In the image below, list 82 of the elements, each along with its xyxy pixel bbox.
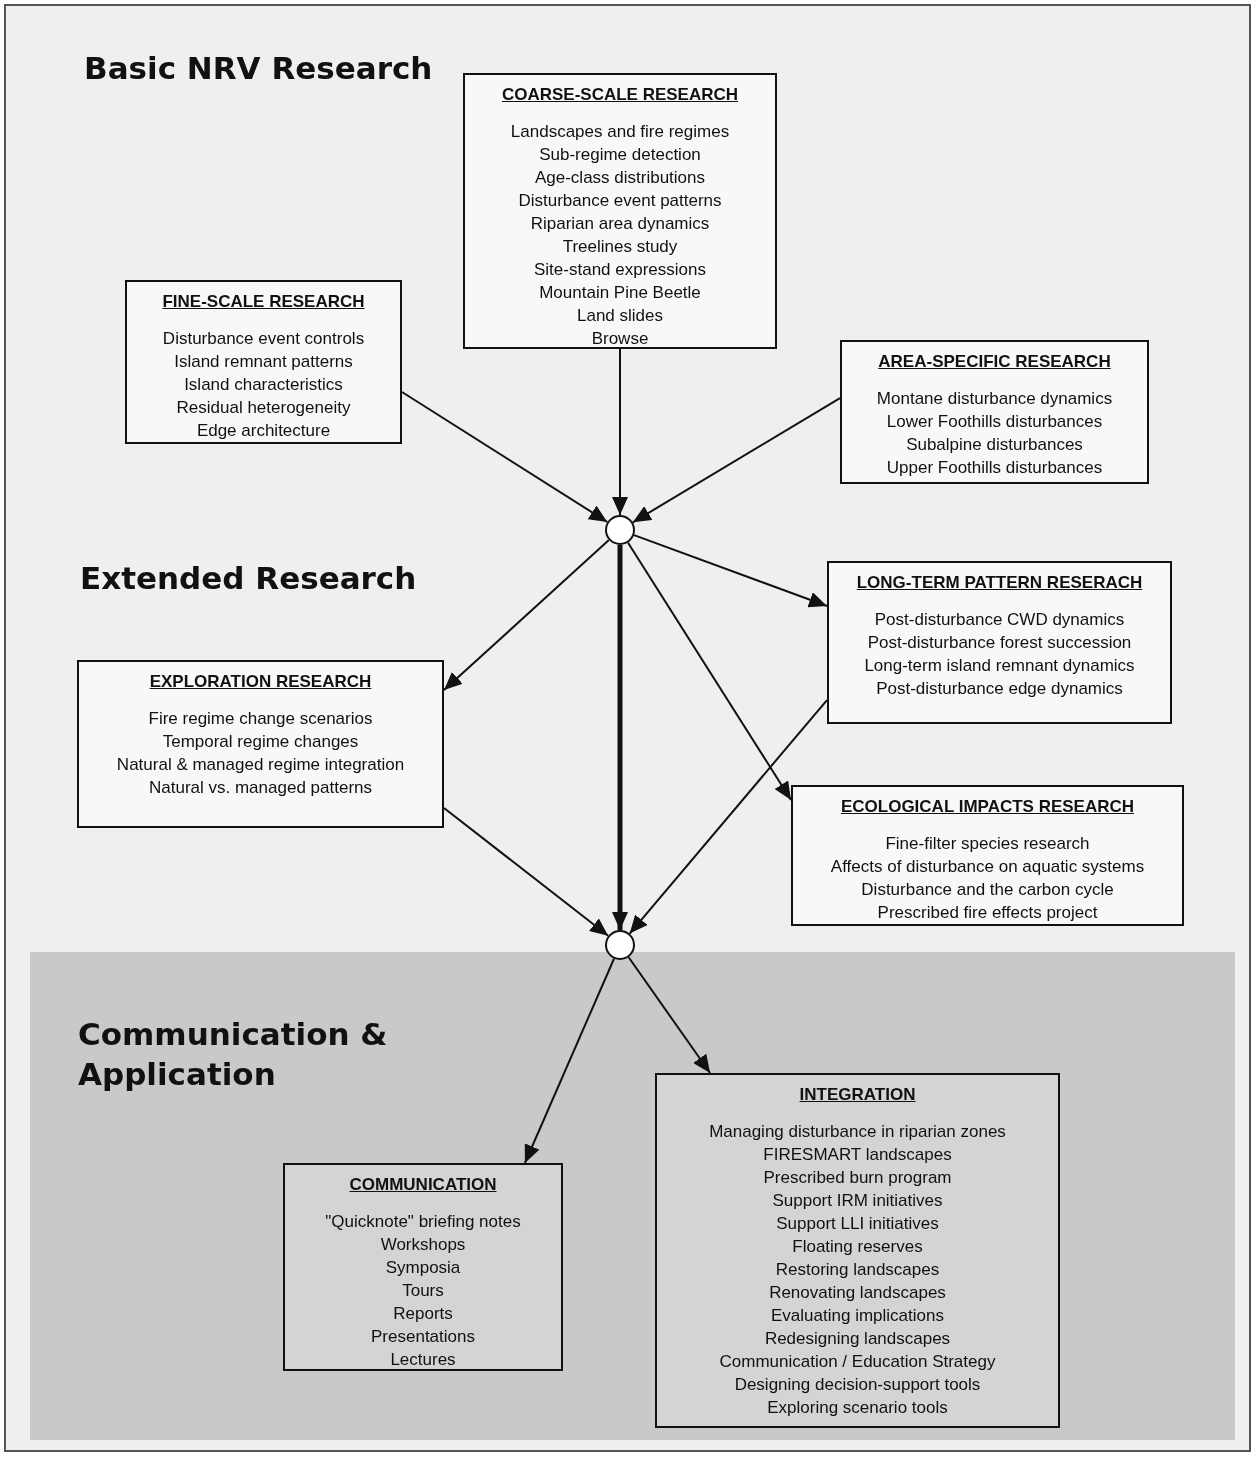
list-item: Designing decision-support tools <box>734 1374 981 1396</box>
list-item: Landscapes and fire regimes <box>510 121 730 143</box>
list-item: Post-disturbance forest succession <box>867 632 1132 654</box>
list-item: Support IRM initiatives <box>772 1190 943 1212</box>
research-box <box>463 73 777 349</box>
list-item: Residual heterogeneity <box>176 397 351 419</box>
arrow <box>633 534 828 608</box>
list-item: Workshops <box>380 1234 466 1256</box>
list-item: Edge architecture <box>196 420 331 442</box>
arrow <box>631 397 841 524</box>
list-item: Affects of disturbance on aquatic systems <box>830 856 1145 878</box>
research-box <box>283 1163 563 1371</box>
list-item: Exploring scenario tools <box>767 1397 948 1419</box>
list-item: Island remnant patterns <box>174 351 353 373</box>
arrow <box>523 957 615 1164</box>
list-item: Disturbance and the carbon cycle <box>861 879 1114 901</box>
list-item: Disturbance event patterns <box>518 190 722 212</box>
section-heading: Extended Research <box>80 559 418 598</box>
arrow <box>612 348 628 516</box>
list-item: Presentations <box>371 1326 475 1348</box>
list-item: Reports <box>393 1303 453 1325</box>
shaded-band <box>30 952 1235 1440</box>
arrow <box>443 807 610 937</box>
list-item: Temporal regime changes <box>162 731 359 753</box>
list-item: Subalpine disturbances <box>906 434 1083 456</box>
list-item: Riparian area dynamics <box>530 213 710 235</box>
list-item: Montane disturbance dynamics <box>876 388 1113 410</box>
list-item: Lower Foothills disturbances <box>886 411 1103 433</box>
list-item: Age-class distributions <box>534 167 706 189</box>
list-item: Island characteristics <box>184 374 343 396</box>
list-item: Post-disturbance edge dynamics <box>876 678 1123 700</box>
list-item: Support LLI initiatives <box>776 1213 939 1235</box>
list-item: Lectures <box>390 1349 456 1371</box>
research-box <box>77 660 444 828</box>
arrow <box>627 956 712 1074</box>
arrow <box>401 391 609 523</box>
list-item: Mountain Pine Beetle <box>539 282 701 304</box>
list-item: "Quicknote" briefing notes <box>325 1211 521 1233</box>
list-item: Prescribed fire effects project <box>877 902 1098 924</box>
list-item: Browse <box>591 328 649 350</box>
arrow <box>628 699 828 935</box>
list-item: Tours <box>402 1280 444 1302</box>
box-heading: ECOLOGICAL IMPACTS RESEARCH <box>840 796 1135 818</box>
research-box <box>827 561 1172 724</box>
list-item: Fine-filter species research <box>885 833 1090 855</box>
arrow <box>612 545 628 930</box>
research-box <box>840 340 1149 484</box>
list-item: Fire regime change scenarios <box>148 708 373 730</box>
list-item: Symposia <box>385 1257 461 1279</box>
list-item: Natural & managed regime integration <box>116 754 405 776</box>
list-item: Communication / Education Strategy <box>719 1351 996 1373</box>
list-item: Sub-regime detection <box>539 144 701 166</box>
section-heading: Basic NRV Research <box>84 49 434 88</box>
list-item: FIRESMART landscapes <box>763 1144 952 1166</box>
arrow <box>627 541 792 801</box>
list-item: Floating reserves <box>792 1236 923 1258</box>
list-item: Treelines study <box>562 236 678 258</box>
list-item: Upper Foothills disturbances <box>886 457 1103 479</box>
list-item: Land slides <box>577 305 663 327</box>
list-item: Renovating landscapes <box>769 1282 946 1304</box>
box-heading: FINE-SCALE RESEARCH <box>162 291 365 313</box>
list-item: Site-stand expressions <box>534 259 706 281</box>
box-heading: AREA-SPECIFIC RESEARCH <box>878 351 1111 373</box>
section-heading: Communication & Application <box>78 1015 389 1094</box>
list-item: Redesigning landscapes <box>764 1328 951 1350</box>
list-item: Natural vs. managed patterns <box>149 777 372 799</box>
research-box <box>655 1073 1060 1428</box>
box-heading: EXPLORATION RESEARCH <box>149 671 372 693</box>
box-heading: INTEGRATION <box>799 1084 916 1106</box>
list-item: Managing disturbance in riparian zones <box>709 1121 1006 1143</box>
list-item: Disturbance event controls <box>162 328 365 350</box>
box-heading: COMMUNICATION <box>349 1174 497 1196</box>
list-item: Restoring landscapes <box>775 1259 940 1281</box>
research-box <box>791 785 1184 926</box>
box-heading: LONG-TERM PATTERN RESERACH <box>856 572 1143 594</box>
list-item: Prescribed burn program <box>763 1167 952 1189</box>
arrow <box>443 539 610 692</box>
research-box <box>125 280 402 444</box>
box-heading: COARSE-SCALE RESEARCH <box>501 84 739 106</box>
list-item: Evaluating implications <box>771 1305 944 1327</box>
list-item: Post-disturbance CWD dynamics <box>874 609 1125 631</box>
list-item: Long-term island remnant dynamics <box>864 655 1135 677</box>
